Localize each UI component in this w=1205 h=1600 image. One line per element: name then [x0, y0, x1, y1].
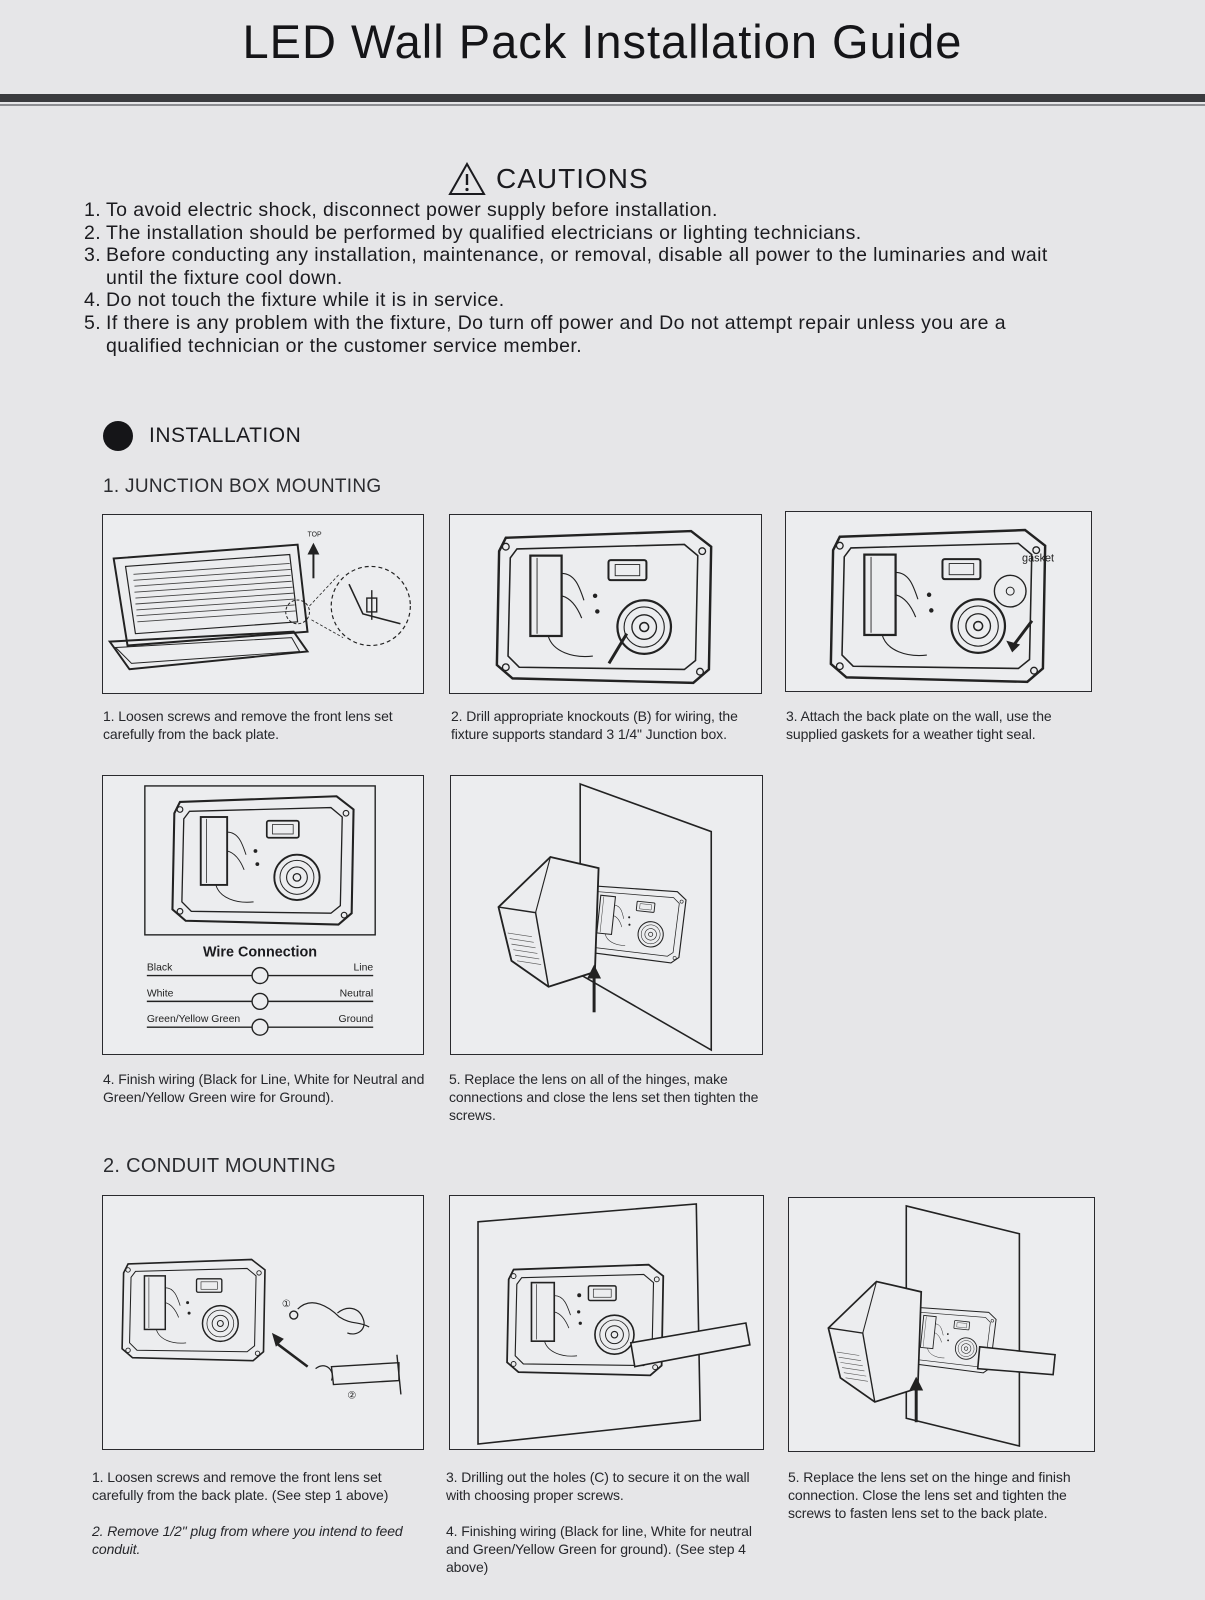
marker-1: ① [282, 1299, 291, 1310]
installation-heading-text: INSTALLATION [149, 424, 302, 447]
caution-item: 5.If there is any problem with the fixtu… [84, 311, 1006, 357]
junction-step-5-caption: 5. Replace the lens on all of the hinges… [449, 1071, 759, 1123]
title-divider [0, 94, 1205, 102]
junction-step-4-diagram: Wire Connection Black Line White Neutral… [102, 775, 424, 1055]
installation-heading: INSTALLATION [103, 421, 301, 451]
conduit-step-2-diagram [449, 1195, 764, 1450]
conduit-step-3-text: 3. Drilling out the holes (C) to secure … [446, 1469, 750, 1503]
junction-step-5-diagram [450, 775, 763, 1055]
wire-ground-label: Ground [338, 1014, 373, 1025]
junction-step-3-diagram: gasket [785, 511, 1092, 692]
conduit-step-4-text: 4. Finishing wiring (Black for line, Whi… [446, 1523, 752, 1575]
warning-icon [448, 162, 486, 195]
wire-neutral-label: Neutral [340, 988, 374, 999]
conduit-step-2-text: 2. Remove 1/2" plug from where you inten… [92, 1523, 403, 1557]
conduit-step-1-diagram: ① ② [102, 1195, 424, 1450]
wire-connection-title: Wire Connection [203, 945, 317, 961]
cautions-heading: CAUTIONS [448, 162, 649, 196]
conduit-step-3-caption: 5. Replace the lens set on the hinge and… [788, 1469, 1071, 1521]
conduit-step-3-diagram [788, 1197, 1095, 1452]
caution-item: 3.Before conducting any installation, ma… [84, 244, 1048, 289]
junction-step-1-diagram: TOP [102, 514, 424, 694]
conduit-step-1-text: 1. Loosen screws and remove the front le… [92, 1469, 389, 1503]
junction-step-1-caption: 1. Loosen screws and remove the front le… [103, 708, 393, 742]
caution-item: 1.To avoid electric shock, disconnect po… [84, 199, 718, 221]
caution-item: 4.Do not touch the fixture while it is i… [84, 289, 505, 312]
cautions-list: 1.To avoid electric shock, disconnect po… [84, 199, 1104, 357]
junction-step-4-caption: 4. Finish wiring (Black for Line, White … [103, 1071, 425, 1105]
conduit-step-1-caption: 1. Loosen screws and remove the front le… [92, 1468, 428, 1558]
conduit-section-title: 2. CONDUIT MOUNTING [103, 1155, 337, 1177]
gasket-label: gasket [1022, 552, 1054, 564]
junction-box-section-title: 1. JUNCTION BOX MOUNTING [103, 476, 382, 497]
wire-white-label: White [147, 988, 174, 999]
junction-step-2-diagram [449, 514, 762, 694]
marker-2: ② [347, 1390, 356, 1401]
junction-step-3-caption: 3. Attach the back plate on the wall, us… [786, 708, 1052, 742]
junction-step-2-caption: 2. Drill appropriate knockouts (B) for w… [451, 708, 738, 742]
cautions-heading-text: CAUTIONS [496, 163, 649, 194]
conduit-step-2-caption: 3. Drilling out the holes (C) to secure … [446, 1468, 766, 1576]
wire-ground-wire-label: Green/Yellow Green [147, 1014, 241, 1025]
bullet-icon [103, 421, 133, 451]
wire-black-label: Black [147, 963, 173, 974]
caution-item: 2.The installation should be performed b… [84, 221, 862, 244]
page-title: LED Wall Pack Installation Guide [242, 15, 963, 68]
title-divider-secondary [0, 104, 1205, 106]
wire-line-label: Line [354, 963, 374, 974]
top-label: TOP [308, 532, 322, 539]
